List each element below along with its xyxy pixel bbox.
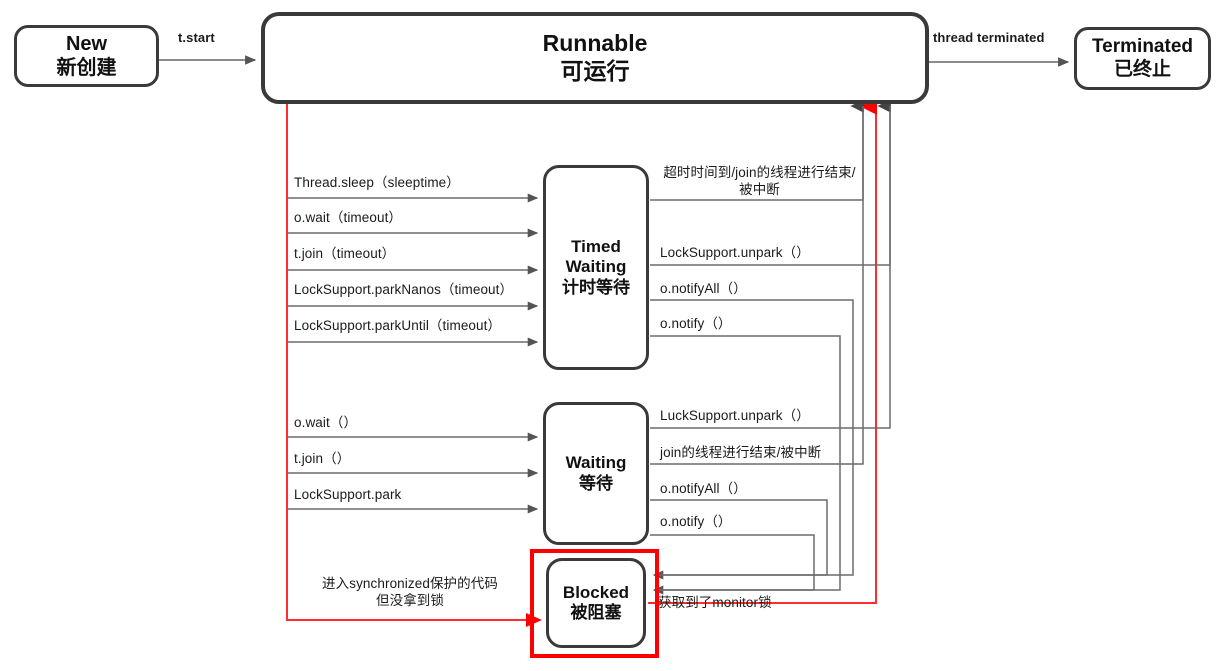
node-blocked[interactable]: Blocked 被阻塞	[546, 558, 646, 648]
edges-out-of-waiting	[650, 106, 891, 590]
label-timed-in-1: o.wait（timeout）	[294, 210, 403, 225]
blocked-highlight-rect	[530, 549, 659, 658]
edge-runnable-to-blocked-red	[286, 104, 542, 627]
label-waiting-out-3: o.notify（）	[660, 514, 732, 529]
label-waiting-out-1: join的线程进行结束/被中断	[660, 445, 822, 460]
label-timed-out-2: o.notifyAll（）	[660, 281, 747, 296]
node-waiting[interactable]: Waiting 等待	[543, 402, 649, 545]
edge-rails	[654, 574, 827, 591]
node-terminated[interactable]: Terminated 已终止	[1074, 27, 1211, 90]
label-waiting-in-0: o.wait（）	[294, 415, 358, 430]
node-new-en: New	[65, 33, 108, 55]
edge-blocked-to-runnable-red	[648, 97, 878, 604]
node-terminated-en: Terminated	[1091, 35, 1193, 57]
label-timed-out-1: LockSupport.unpark（）	[660, 245, 810, 260]
label-timed-in-2: t.join（timeout）	[294, 246, 396, 261]
node-runnable[interactable]: Runnable 可运行	[261, 12, 929, 104]
node-timed-waiting[interactable]: Timed Waiting 计时等待	[543, 165, 649, 370]
node-runnable-en: Runnable	[542, 30, 648, 57]
edges-into-timed-waiting	[288, 193, 539, 347]
label-timed-in-4: LockSupport.parkUntil（timeout）	[294, 318, 502, 333]
label-blocked-in-line2: 但没拿到锁	[376, 592, 444, 608]
label-thread-terminated: thread terminated	[933, 30, 1045, 45]
label-waiting-in-2: LockSupport.park	[294, 487, 402, 502]
label-blocked-in: 进入synchronized保护的代码 但没拿到锁	[295, 576, 525, 610]
edges-into-waiting	[288, 432, 539, 514]
label-timed-out-0: 超时时间到/join的线程进行结束/被中断	[663, 165, 856, 197]
node-timed-waiting-zh: 计时等待	[562, 277, 630, 297]
node-blocked-en: Blocked	[562, 582, 630, 602]
node-waiting-zh: 等待	[579, 473, 613, 493]
label-blocked-out: 获取到了monitor锁	[658, 595, 772, 610]
label-waiting-in-1: t.join（）	[294, 451, 351, 466]
node-timed-waiting-en2: Waiting	[565, 257, 627, 277]
node-terminated-zh: 已终止	[1113, 58, 1171, 80]
label-blocked-in-line1: 进入synchronized保护的代码	[322, 576, 498, 591]
label-waiting-out-2: o.notifyAll（）	[660, 481, 747, 496]
label-timed-out-3: o.notify（）	[660, 316, 732, 331]
label-timed-in-0: Thread.sleep（sleeptime）	[294, 175, 460, 190]
node-new[interactable]: New 新创建	[14, 25, 159, 87]
node-blocked-zh: 被阻塞	[570, 603, 622, 622]
node-timed-waiting-en1: Timed	[571, 236, 621, 256]
node-waiting-en: Waiting	[565, 453, 627, 473]
label-timed-in-3: LockSupport.parkNanos（timeout）	[294, 282, 514, 297]
label-t-start: t.start	[178, 30, 215, 45]
label-waiting-out-0: LuckSupport.unpark（）	[660, 408, 810, 423]
node-runnable-zh: 可运行	[560, 58, 630, 84]
node-new-zh: 新创建	[56, 57, 117, 79]
